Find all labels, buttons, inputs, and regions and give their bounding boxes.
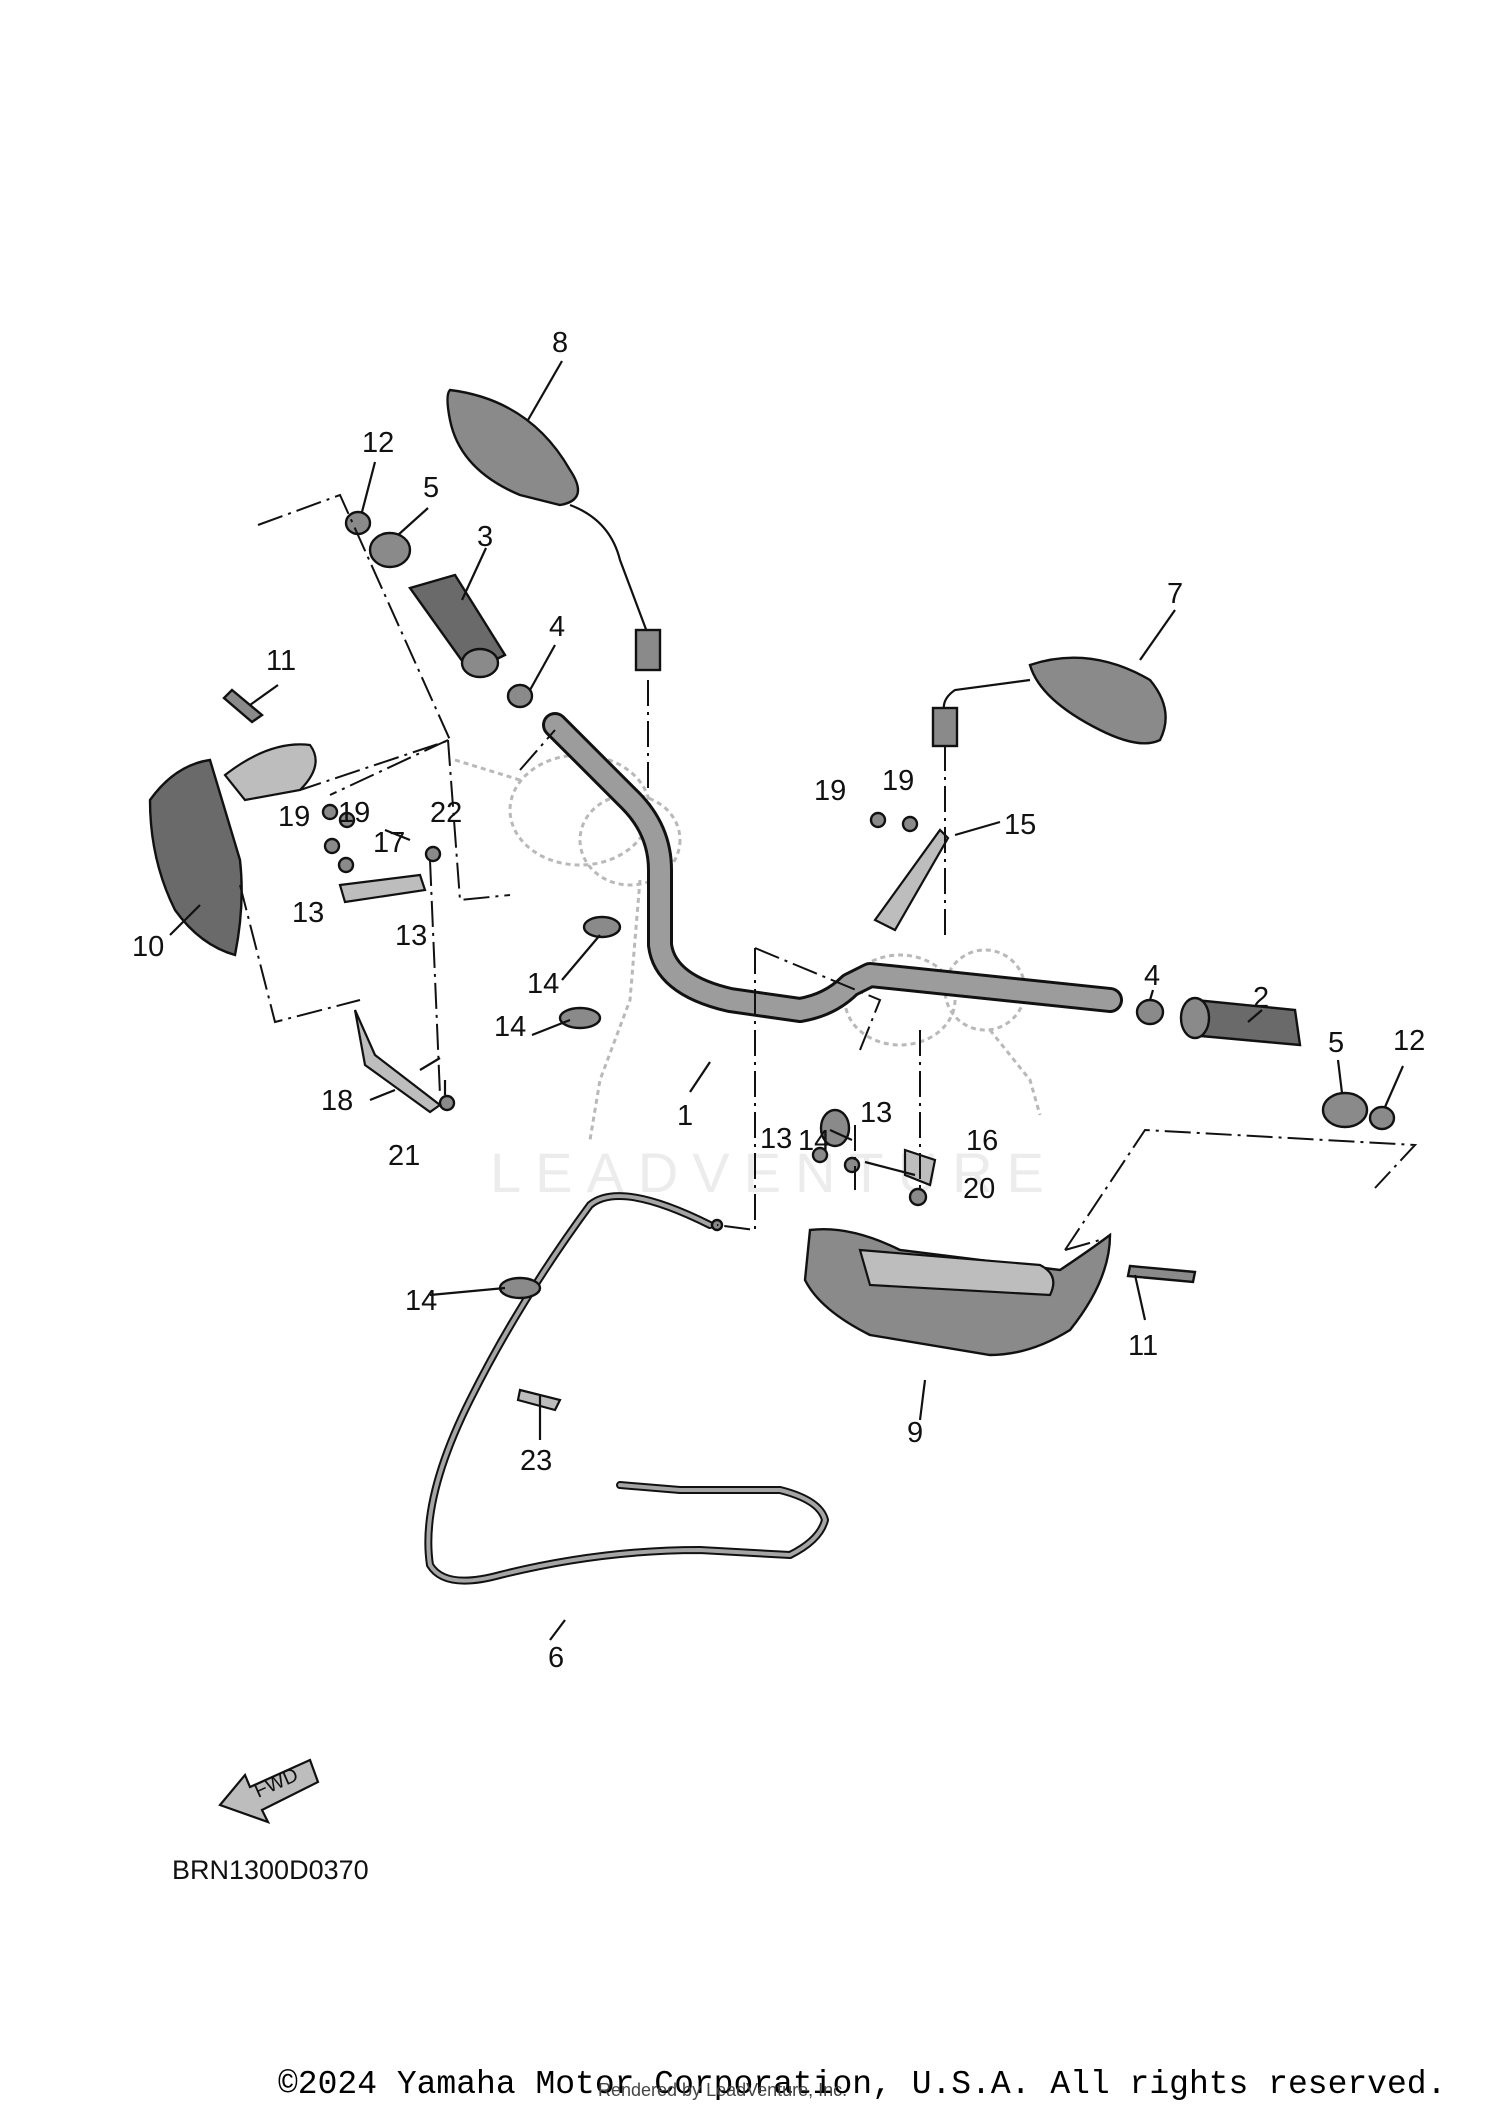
screws[interactable] — [222, 688, 1197, 1284]
callout-4-left: 4 — [549, 611, 565, 643]
callout-20: 20 — [963, 1173, 995, 1205]
copyright-notice: ©2024 Yamaha Motor Corporation, U.S.A. A… — [278, 2066, 1447, 2103]
throttle-cable[interactable] — [424, 1192, 829, 1585]
left-grip-end[interactable] — [368, 531, 412, 569]
callout-7: 7 — [1167, 578, 1183, 610]
callout-23: 23 — [520, 1445, 552, 1477]
left-collar[interactable] — [506, 683, 534, 709]
drawing-code: BRN1300D0370 — [172, 1855, 369, 1885]
callout-18: 18 — [321, 1085, 353, 1117]
fwd-arrow-icon: FWD — [218, 1758, 320, 1824]
left-grip[interactable] — [408, 573, 507, 679]
callout-13-leftB: 13 — [395, 920, 427, 952]
callout-15: 15 — [1004, 809, 1036, 841]
callout-2: 2 — [1253, 982, 1269, 1014]
right-grip-end[interactable] — [1321, 1091, 1369, 1129]
callout-14-d: 14 — [405, 1285, 437, 1317]
callout-12-right: 12 — [1393, 1025, 1425, 1057]
callout-19-leftB: 19 — [338, 797, 370, 829]
callout-13-rightB: 13 — [860, 1097, 892, 1129]
callout-5-right: 5 — [1328, 1027, 1344, 1059]
callout-6: 6 — [548, 1642, 564, 1674]
right-grip[interactable] — [1179, 996, 1302, 1047]
right-collar[interactable] — [1135, 998, 1165, 1026]
callout-1: 1 — [677, 1100, 693, 1132]
callout-13-rightA: 13 — [760, 1123, 792, 1155]
callout-16: 16 — [966, 1125, 998, 1157]
callout-10: 10 — [132, 931, 164, 963]
callout-9: 9 — [907, 1417, 923, 1449]
callout-14-a: 14 — [527, 968, 559, 1000]
callout-14-b: 14 — [494, 1011, 526, 1043]
callout-4-right: 4 — [1144, 960, 1160, 992]
callout-12-left: 12 — [362, 427, 394, 459]
callout-numbers: 8 12 5 3 4 11 7 19 19 15 19 19 22 17 13 … — [132, 327, 1425, 1674]
rendered-by-notice: Rendered by LeadVenture, Inc. — [598, 2080, 848, 2100]
left-hand-guard[interactable] — [148, 743, 317, 957]
watermark: LEADVENTURE — [490, 1141, 1058, 1204]
right-hand-guard[interactable] — [803, 1228, 1112, 1357]
callout-22: 22 — [430, 797, 462, 829]
left-cap[interactable] — [344, 510, 372, 536]
left-mirror[interactable] — [446, 388, 662, 672]
callout-19-rightA: 19 — [814, 775, 846, 807]
callout-19-rightB: 19 — [882, 765, 914, 797]
callout-17: 17 — [373, 827, 405, 859]
leader-lines — [169, 360, 1405, 1641]
callout-5-left: 5 — [423, 472, 439, 504]
right-cap[interactable] — [1368, 1105, 1396, 1131]
callout-21: 21 — [388, 1140, 420, 1172]
callout-19-leftA: 19 — [278, 801, 310, 833]
callout-13-leftA: 13 — [292, 897, 324, 929]
callout-3: 3 — [477, 521, 493, 553]
right-mirror[interactable] — [931, 656, 1167, 748]
callout-8: 8 — [552, 327, 568, 359]
assembly-lines — [239, 493, 1418, 1251]
handlebar[interactable] — [542, 712, 1123, 1023]
callout-14-c: 14 — [798, 1125, 830, 1157]
clamp-bands[interactable] — [498, 915, 851, 1300]
callout-11-right: 11 — [1128, 1330, 1158, 1362]
callout-11-left: 11 — [266, 645, 296, 677]
